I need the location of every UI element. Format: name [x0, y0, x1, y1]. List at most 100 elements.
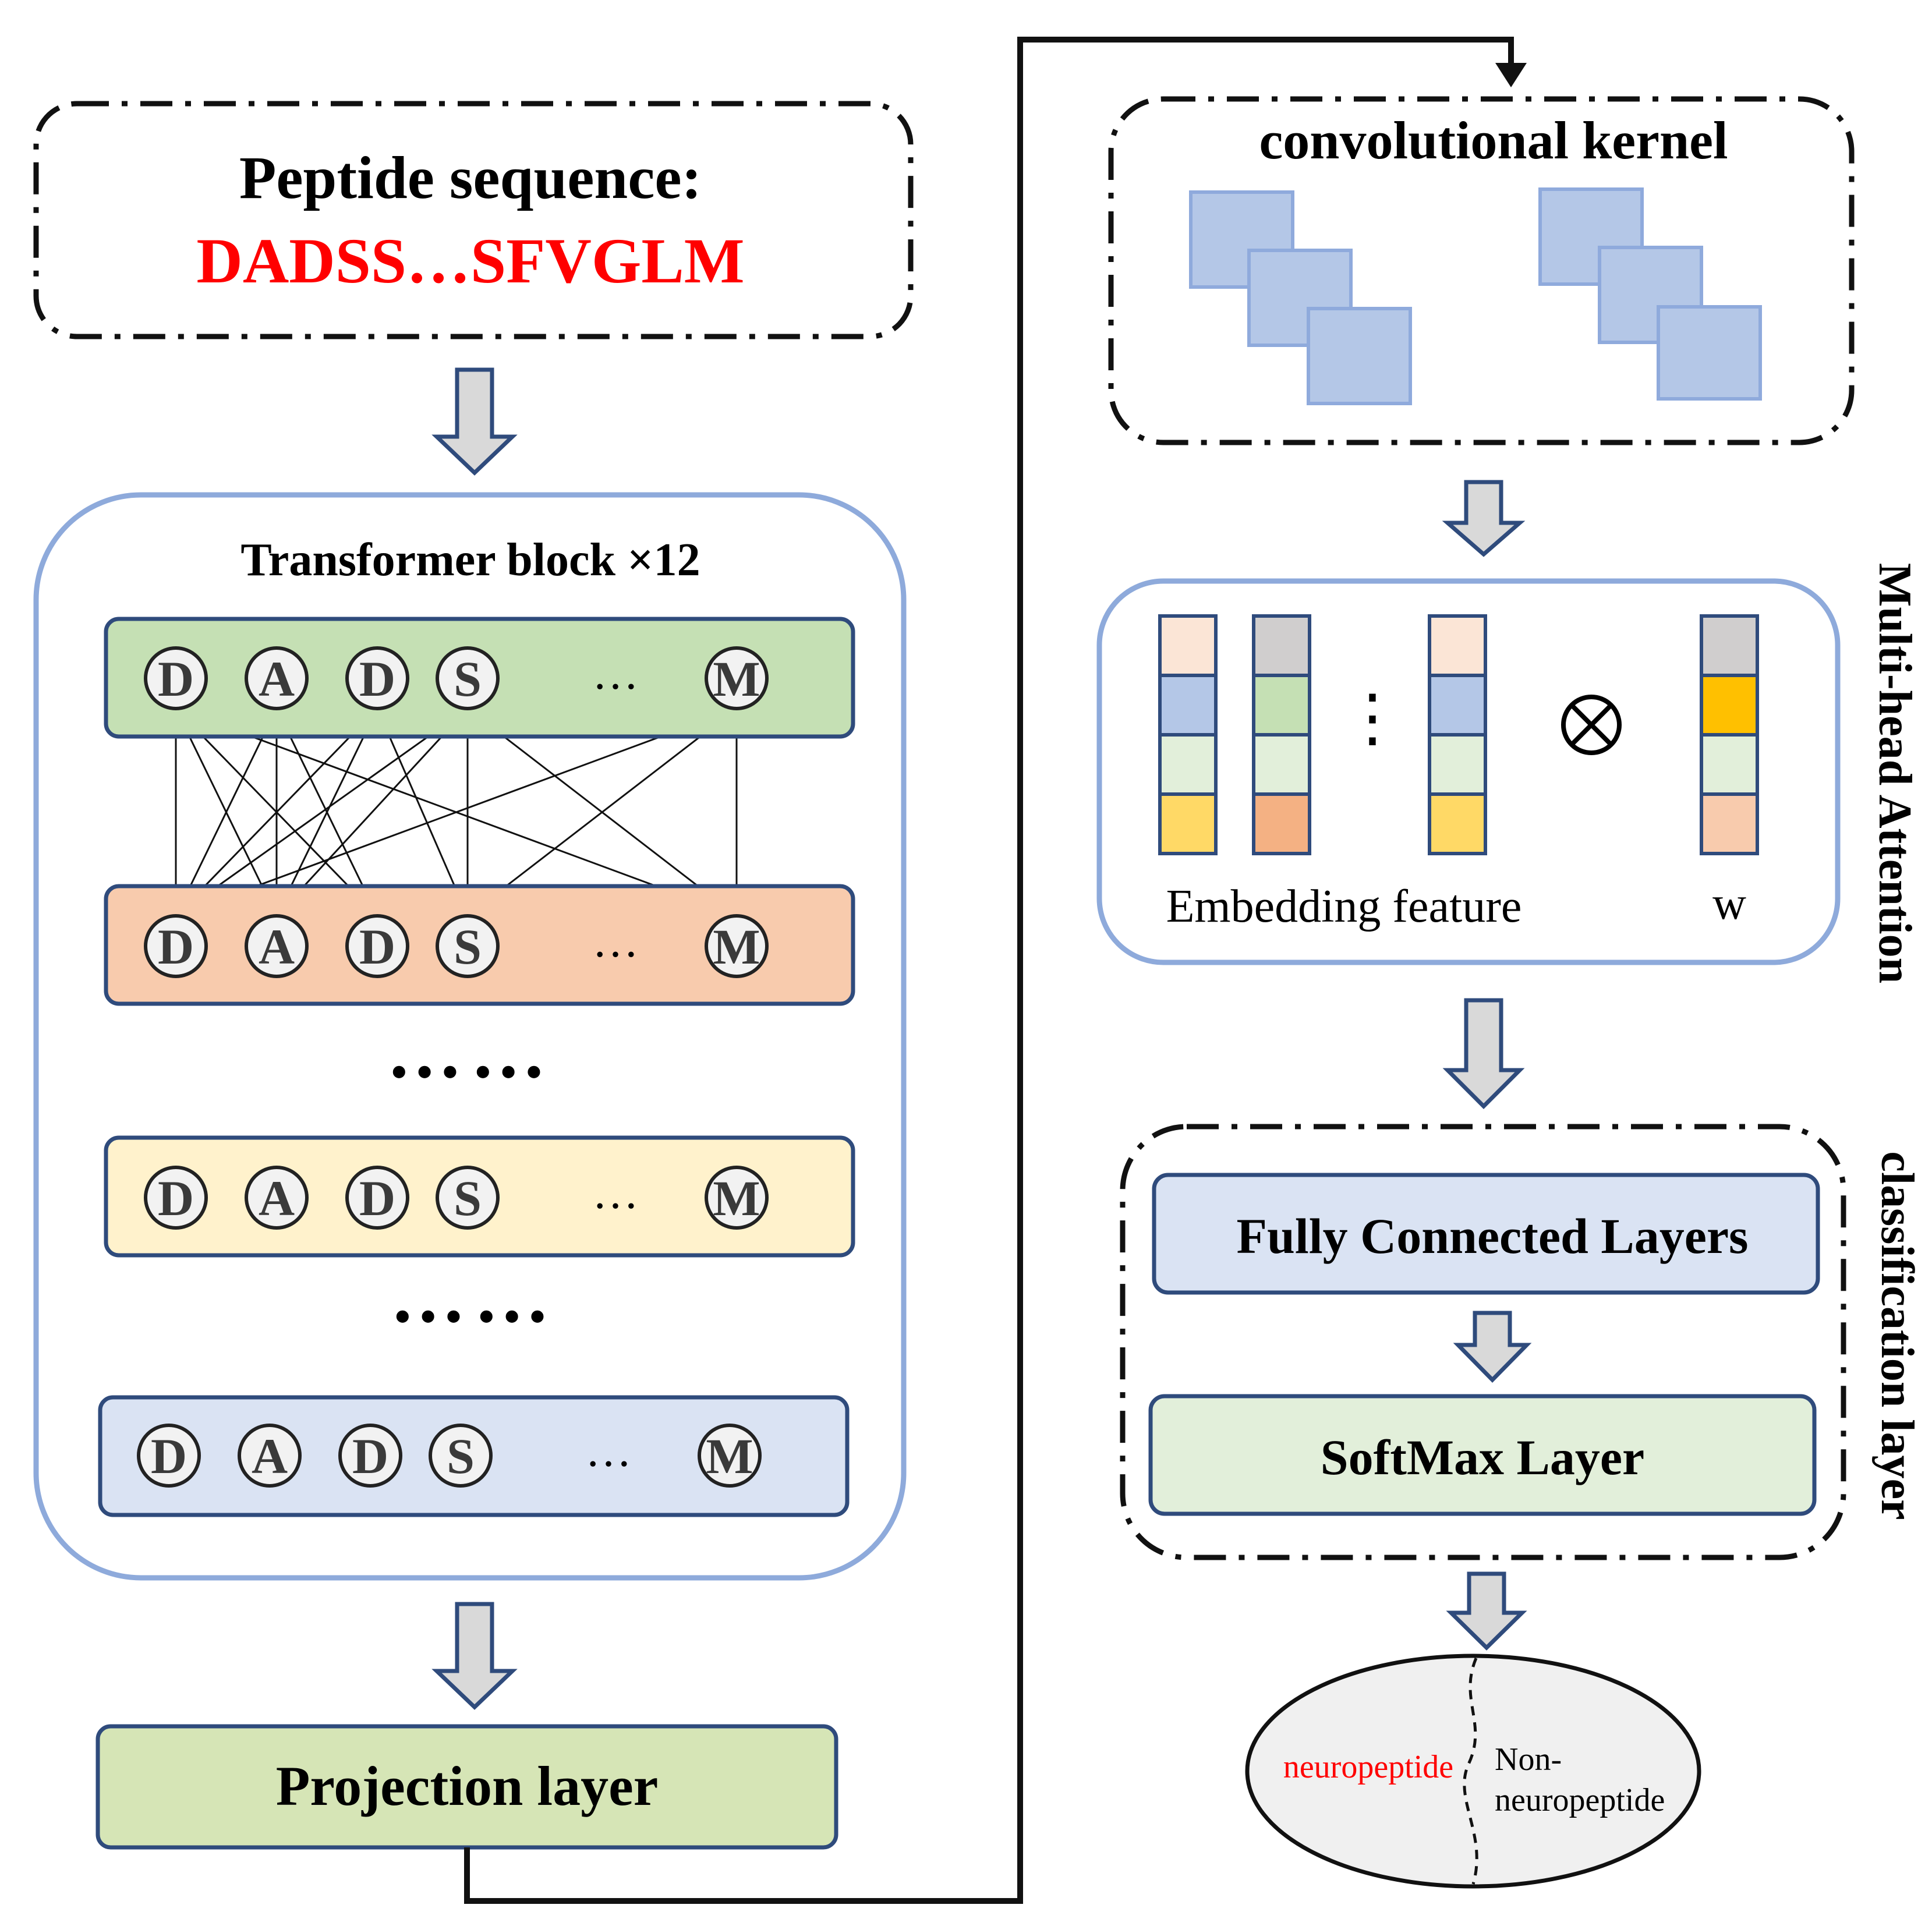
- feature-cell: [1158, 674, 1218, 737]
- token-node: M: [705, 646, 769, 710]
- embedding-feature-label: Embedding feature: [1166, 881, 1522, 932]
- token-node: S: [436, 914, 500, 978]
- column-vdots: ⋮: [1340, 682, 1404, 753]
- attention-box: [1096, 578, 1841, 965]
- token-node: A: [245, 914, 309, 978]
- token-node: S: [429, 1424, 493, 1488]
- token-letter: A: [259, 651, 295, 707]
- token-node: D: [345, 1166, 409, 1230]
- feature-column: [1428, 614, 1487, 855]
- token-letter: M: [713, 1170, 760, 1226]
- feature-cell: [1158, 792, 1218, 855]
- token-letter: S: [454, 651, 482, 707]
- neuropeptide-label: neuropeptide: [1283, 1749, 1453, 1785]
- embedding-columns: [1158, 614, 1759, 855]
- token-letter: S: [454, 919, 482, 975]
- token-node: S: [436, 1166, 500, 1230]
- weight-label: w: [1712, 878, 1746, 929]
- otimes-icon: [1561, 695, 1622, 755]
- token-node: M: [705, 914, 769, 978]
- token-letter: D: [151, 1428, 187, 1484]
- attention-edge: [175, 708, 278, 916]
- token-letter: M: [706, 1428, 753, 1484]
- non-neuropeptide-label-line1: Non-: [1495, 1741, 1562, 1778]
- token-node: M: [698, 1424, 762, 1488]
- classification-box: [1120, 1124, 1846, 1560]
- token-ellipsis: …: [592, 1167, 645, 1219]
- feature-cell: [1252, 614, 1311, 677]
- feature-cell: [1700, 614, 1759, 677]
- token-node: S: [436, 646, 500, 710]
- feature-cell: [1158, 614, 1218, 677]
- row-separator: ……: [390, 1255, 558, 1339]
- attention-edge: [175, 707, 468, 917]
- token-ellipsis: …: [592, 648, 645, 699]
- token-letter: D: [158, 1170, 194, 1226]
- attention-edge: [275, 708, 378, 916]
- kernel-square: [1657, 305, 1762, 401]
- attention-section: ⋮ Embedding feature w Multi-head Attenti…: [1096, 563, 1920, 983]
- token-letter: A: [252, 1428, 288, 1484]
- feature-cell: [1700, 674, 1759, 737]
- token-node: D: [345, 914, 409, 978]
- token-letter: D: [158, 651, 194, 707]
- token-node: D: [345, 646, 409, 710]
- attention-edge: [376, 708, 469, 916]
- conv-kernel-title: convolutional kernel: [1259, 111, 1728, 170]
- feature-column: [1158, 614, 1218, 855]
- token-node: D: [144, 1166, 208, 1230]
- feature-cell: [1158, 733, 1218, 796]
- feature-column: [1252, 614, 1311, 855]
- feature-cell: [1700, 733, 1759, 796]
- attention-side-label: Multi-head Attention: [1869, 563, 1920, 983]
- token-letter: A: [259, 1170, 295, 1226]
- kernel-square: [1307, 307, 1412, 405]
- input-sequence: DADSS…SFVGLM: [196, 225, 744, 296]
- token-letter: D: [359, 919, 395, 975]
- token-node: D: [144, 646, 208, 710]
- attention-edge: [467, 707, 737, 917]
- feature-cell: [1428, 733, 1487, 796]
- conv-kernel-section: convolutional kernel: [1108, 96, 1855, 445]
- transformer-title: Transformer block ×12: [240, 534, 700, 586]
- softmax-box: [1148, 1394, 1817, 1516]
- fully-connected-label: Fully Connected Layers: [1236, 1208, 1748, 1264]
- softmax-label: SoftMax Layer: [1321, 1429, 1644, 1485]
- feature-cell: [1252, 733, 1311, 796]
- token-node: D: [137, 1424, 201, 1488]
- feature-cell: [1428, 674, 1487, 737]
- arrow-down-icon: [1442, 998, 1525, 1109]
- token-node: A: [245, 646, 309, 710]
- token-node: A: [238, 1424, 302, 1488]
- feature-cell: [1252, 674, 1311, 737]
- feature-cell: [1428, 792, 1487, 855]
- token-letter: S: [454, 1170, 482, 1226]
- transformer-block: [33, 492, 907, 1581]
- output-section: neuropeptide Non- neuropeptide: [1245, 1654, 1701, 1889]
- kernel-group-1: [1189, 190, 1412, 405]
- non-neuropeptide-label-line2: neuropeptide: [1495, 1782, 1665, 1818]
- token-ellipsis: …: [592, 916, 645, 967]
- classification-side-label: classification layer: [1871, 1151, 1923, 1520]
- decision-boundary: [1463, 1658, 1478, 1885]
- input-title: Peptide sequence:: [239, 144, 702, 211]
- token-node: D: [144, 914, 208, 978]
- arrow-down-icon: [1446, 1571, 1527, 1651]
- arrow-down-icon: [1442, 480, 1526, 557]
- kernel-group-2: [1538, 187, 1762, 401]
- arrow-down-icon: [431, 367, 518, 476]
- token-node: D: [338, 1424, 402, 1488]
- row-separator: ……: [387, 1010, 554, 1094]
- token-letter: D: [352, 1428, 388, 1484]
- attention-edge: [175, 707, 737, 917]
- classification-section: Fully Connected Layers SoftMax Layer cla…: [1120, 1124, 1923, 1560]
- input-section: Peptide sequence: DADSS…SFVGLM: [33, 101, 914, 339]
- feature-cell: [1252, 792, 1311, 855]
- token-node: M: [705, 1166, 769, 1230]
- fully-connected-box: [1152, 1173, 1820, 1295]
- token-letter: A: [259, 919, 295, 975]
- token-letter: D: [359, 1170, 395, 1226]
- feature-cell: [1700, 792, 1759, 855]
- feature-cell: [1428, 614, 1487, 677]
